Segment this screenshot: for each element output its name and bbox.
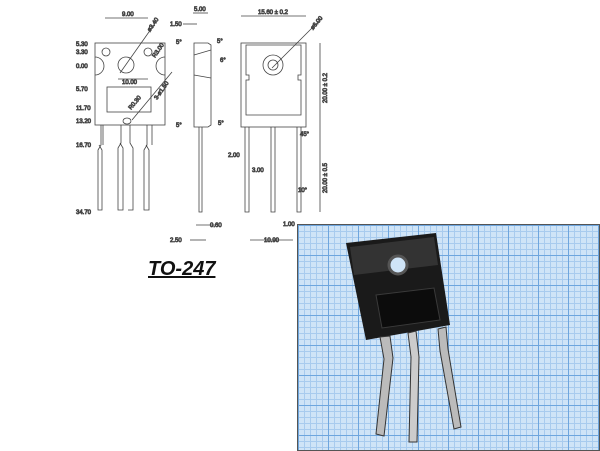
transistor-photo [346, 233, 462, 443]
dim-lead-width: 1.00 [283, 222, 295, 228]
angle-1: 5° [217, 39, 223, 45]
angle-back-1: 10° [298, 188, 308, 194]
dim-lead-thickness: 0.60 [210, 223, 222, 229]
dim-inner-width: 10.00 [122, 80, 138, 86]
dim-back-width: 15.60 ± 0.2 [258, 10, 289, 16]
dim-lead-offset: 2.00 [228, 153, 240, 159]
dim-tab: 1.50 [170, 22, 182, 28]
dim-back-hole: ø6.00 [310, 15, 325, 31]
dim-hole: ø3.40 [147, 17, 161, 34]
dim-left-0: 5.30 [76, 42, 88, 48]
angle-4: 5° [218, 121, 224, 127]
dim-left-4: 11.70 [76, 106, 91, 112]
dim-top: 9.00 [122, 12, 134, 18]
angle-3: 5° [176, 123, 182, 129]
dim-left-3: 5.70 [76, 87, 88, 93]
component-photo [297, 224, 600, 451]
dim-radius: R3.00 [152, 42, 166, 59]
angle-back-0: 45° [300, 132, 310, 138]
dim-body-height: 20.00 ± 0.2 [323, 72, 329, 103]
dim-left-2: 0.00 [76, 64, 88, 70]
dim-left-7: 34.70 [76, 210, 92, 216]
dim-lead-pitch: 3.00 [252, 168, 264, 174]
package-title: TO-247 [148, 258, 216, 280]
dim-left-1: 3.30 [76, 50, 88, 56]
dim-lead-length: 20.00 ± 0.5 [323, 162, 329, 193]
side-view [183, 12, 216, 241]
dim-thickness: 5.00 [194, 7, 206, 13]
dim-left-6: 16.70 [76, 143, 92, 149]
dim-bottom: 2.50 [170, 238, 182, 244]
angle-2: 6° [220, 58, 226, 64]
dim-total: 10.90 [264, 238, 280, 244]
angle-0: 5° [176, 40, 182, 46]
front-view [94, 17, 173, 211]
back-view [240, 15, 323, 241]
dim-left-5: 13.20 [76, 119, 92, 125]
